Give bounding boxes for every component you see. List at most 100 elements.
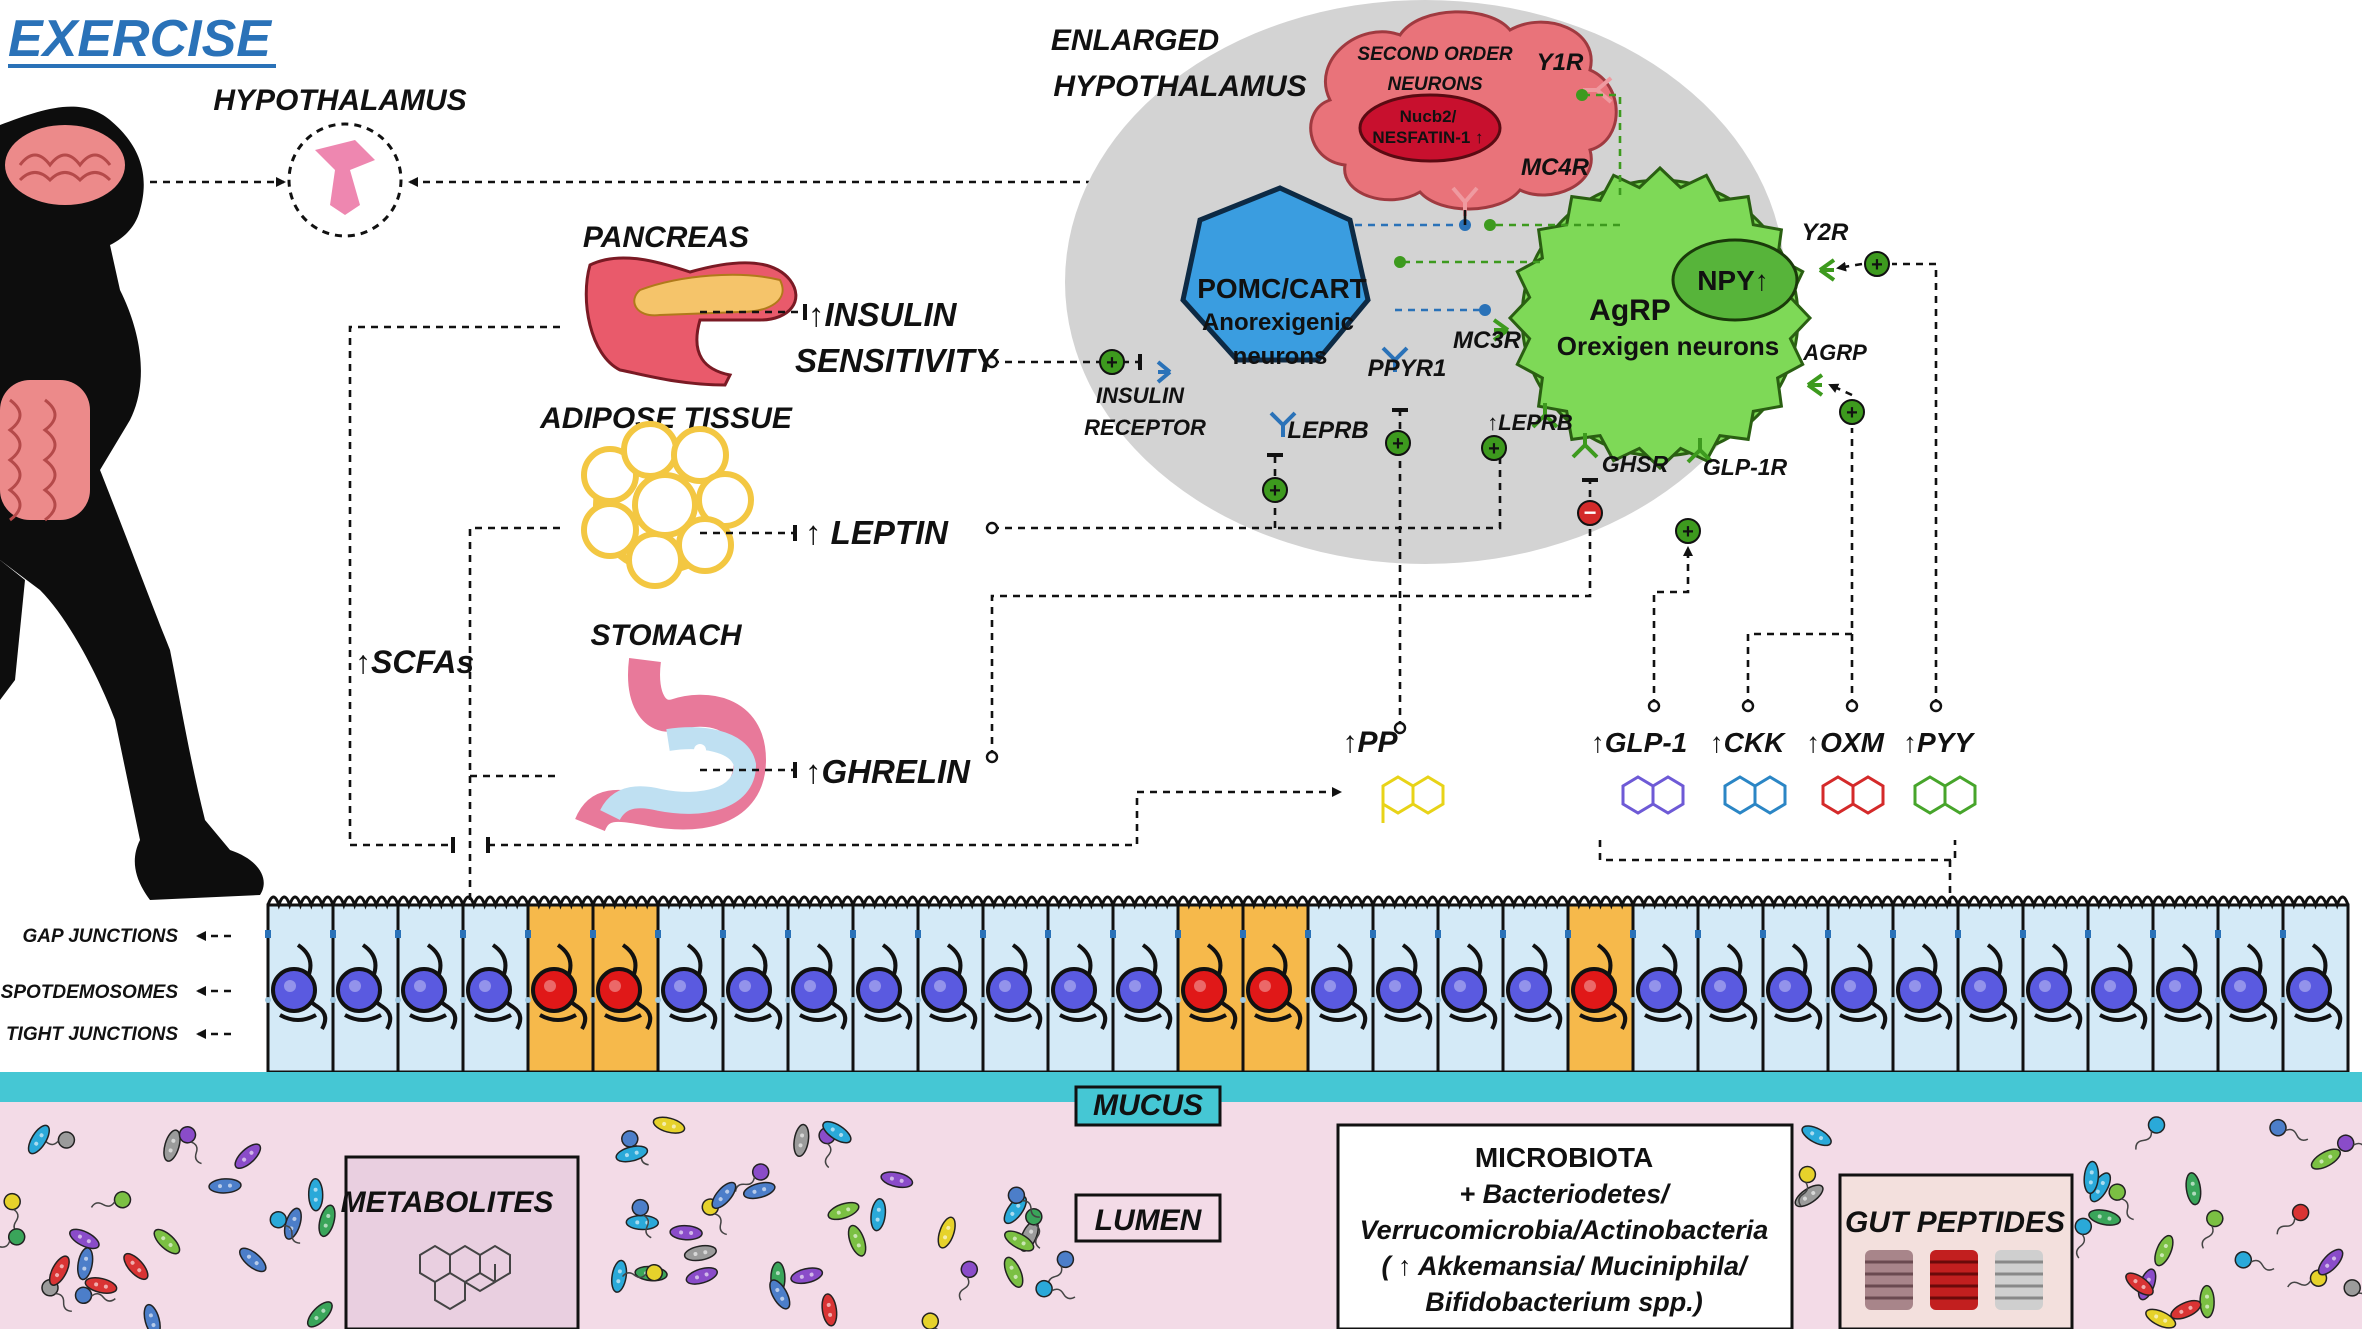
- plus-marker-pyy: +: [1864, 251, 1890, 277]
- scfas-label: ↑SCFAs: [355, 644, 474, 680]
- enteroendocrine-cell: [525, 895, 595, 1077]
- pomc-title: POMC/CART: [1197, 273, 1367, 304]
- brain-icon: [5, 125, 125, 205]
- intestine-icon: [0, 380, 90, 520]
- microbiota-title: MICROBIOTA: [1475, 1142, 1653, 1173]
- gut-peptides-bracket: [1598, 840, 1957, 862]
- y2r-label: Y2R: [1802, 219, 1849, 246]
- metabolites-molecule-icon: [419, 1244, 511, 1311]
- microbiota-line2: Verrucomicrobia/Actinobacteria: [1360, 1215, 1769, 1245]
- second-order-neurons: SECOND ORDER NEURONS Nucb2/ NESFATIN-1 ↑: [1309, 10, 1618, 216]
- plus-marker-glp1: +: [1675, 518, 1701, 544]
- epithelial-cell: [2020, 895, 2090, 1077]
- stomach-label: STOMACH: [590, 619, 742, 652]
- runner-silhouette: [0, 106, 264, 900]
- second-order-label-2: NEURONS: [1387, 74, 1482, 95]
- epithelial-cell: [785, 895, 855, 1077]
- pomc-cart-neuron: [1180, 185, 1371, 363]
- pancreas-icon: [584, 256, 798, 387]
- metabolites-box: [344, 1155, 580, 1329]
- svg-text:−: −: [1584, 500, 1597, 525]
- ckk-peptide-label: ↑CKK: [1710, 727, 1786, 758]
- epithelial-cell: [720, 895, 790, 1077]
- epithelial-cell: [1630, 895, 1700, 1077]
- svg-text:+: +: [1269, 480, 1281, 502]
- epithelial-cell: [915, 895, 985, 1077]
- microbiota-box: [1336, 1123, 1794, 1329]
- epithelial-cell: [655, 895, 725, 1077]
- leptin-label: ↑ LEPTIN: [805, 514, 949, 551]
- ckk-line: [1741, 632, 1852, 713]
- insulin-receptor-label-1: INSULIN: [1096, 383, 1185, 408]
- scfas-bracket: [348, 325, 560, 853]
- nucb2-nesfatin-node: [1358, 93, 1502, 163]
- ghsr-receptor-icon: [1571, 433, 1599, 459]
- svg-text:+: +: [1106, 352, 1118, 374]
- bacteria-cluster: [0, 1116, 2362, 1329]
- sensitivity-label: SENSITIVITY: [795, 342, 1000, 379]
- svg-text:+: +: [1871, 254, 1883, 276]
- pp-molecule-icon: [1381, 775, 1445, 823]
- insulin-label: ↑INSULIN: [808, 296, 958, 333]
- hypothalamus-icon: [315, 140, 375, 215]
- epithelial-cell: [1825, 895, 1895, 1077]
- peptide-helix-icon-1: [1865, 1250, 1913, 1310]
- minus-marker-ghrelin: −: [1577, 500, 1603, 526]
- epithelial-cell: [1045, 895, 1115, 1077]
- leprb-pomc-receptor-icon: [1269, 411, 1297, 437]
- svg-text:+: +: [1392, 433, 1404, 455]
- lumen-box: [1074, 1193, 1222, 1243]
- agrp-title: AgRP: [1589, 294, 1671, 327]
- ppyr1-receptor-icon: [1381, 346, 1409, 372]
- ghsr-label: GHSR: [1602, 451, 1669, 477]
- npy-label: NPY↑: [1697, 265, 1769, 296]
- agrp-receptor-label: AGRP: [1802, 340, 1867, 365]
- epithelial-cell: [1305, 895, 1375, 1077]
- epithelial-cell: [2085, 895, 2155, 1077]
- hypothalamus-label: HYPOTHALAMUS: [213, 84, 466, 117]
- epithelial-cell: [395, 895, 465, 1077]
- mucus-label: MUCUS: [1093, 1089, 1203, 1122]
- epithelial-layer: [265, 895, 2350, 1077]
- oxm-peptide-label: ↑OXM: [1806, 727, 1884, 758]
- title: EXERCISE: [8, 10, 272, 68]
- pomc-sub2: neurons: [1233, 343, 1328, 370]
- mc3r-receptor-icon: [1492, 318, 1510, 342]
- svg-text:+: +: [1682, 521, 1694, 543]
- plus-marker-pp: +: [1385, 430, 1411, 456]
- agrp-receptor-icon: [1806, 373, 1824, 397]
- tight-junctions-label: TIGHT JUNCTIONS: [6, 1024, 178, 1045]
- second-order-label-1: SECOND ORDER: [1357, 44, 1512, 65]
- epithelial-cell: [1695, 895, 1765, 1077]
- leprb-pomc-label: LEPRB: [1287, 417, 1368, 444]
- enteroendocrine-cell: [1175, 895, 1245, 1077]
- glp1-to-agrp-line: [1647, 546, 1693, 713]
- epithelial-cell: [265, 895, 335, 1077]
- adipose-tissue-icon: [581, 421, 754, 589]
- npy-node: [1671, 238, 1799, 322]
- insulin-receptor-label-2: RECEPTOR: [1084, 415, 1206, 440]
- pomc-sub1: Anorexigenic: [1202, 309, 1354, 336]
- plus-marker-ckk-oxm: +: [1839, 399, 1865, 425]
- epithelial-cell: [1110, 895, 1180, 1077]
- lumen-label: LUMEN: [1095, 1204, 1203, 1237]
- nucb2-label-2: NESFATIN-1 ↑: [1372, 128, 1483, 147]
- plus-marker-insulin: +: [1099, 349, 1125, 375]
- glp1-peptide-label: ↑GLP-1: [1591, 727, 1687, 758]
- epithelial-cell: [330, 895, 400, 1077]
- insulin-receptor-icon: [1156, 360, 1172, 384]
- pyy-line: [1892, 262, 1943, 713]
- ghrelin-to-agrp-line: [985, 478, 1598, 764]
- epithelial-cell: [850, 895, 920, 1077]
- ckk-molecule-icon: [1723, 775, 1787, 815]
- enteroendocrine-cell: [1565, 895, 1635, 1077]
- peptide-helix-icon-3: [1995, 1250, 2043, 1310]
- pancreas-label: PANCREAS: [583, 221, 749, 254]
- epithelial-cell: [1955, 895, 2025, 1077]
- epithelial-cell: [1890, 895, 1960, 1077]
- leprb-agrp-label: ↑LEPRB: [1487, 410, 1573, 435]
- gut-peptides-label: GUT PEPTIDES: [1845, 1206, 2065, 1239]
- epithelial-cell: [1500, 895, 1570, 1077]
- peptide-helix-icon-2: [1930, 1250, 1978, 1310]
